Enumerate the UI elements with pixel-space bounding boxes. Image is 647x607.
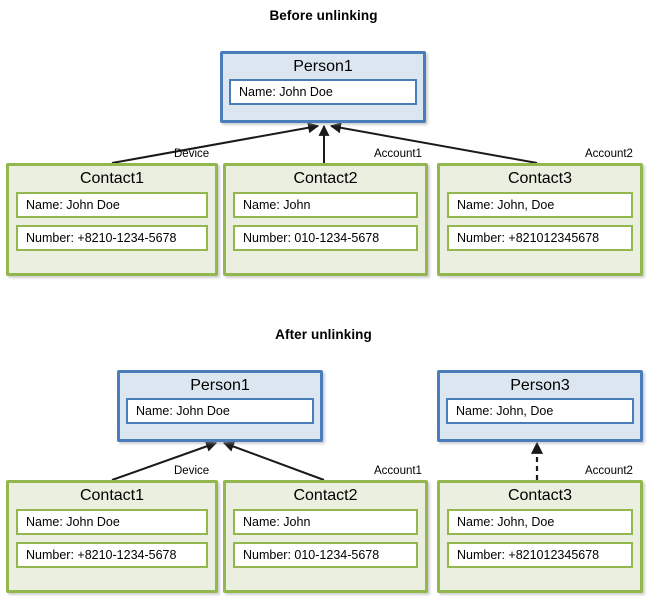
entity-title: Contact1: [79, 170, 145, 187]
contact-number-field[interactable]: Number: +8210-1234-5678: [16, 224, 208, 251]
entity-contact2-after[interactable]: Contact2 Name: John Number: 010-1234-567…: [223, 480, 428, 593]
contact-number-field[interactable]: Number: +821012345678: [447, 224, 633, 251]
entity-title: Contact3: [507, 170, 573, 187]
entity-contact1-before[interactable]: Contact1 Name: John Doe Number: +8210-12…: [6, 163, 218, 276]
contact-name-field[interactable]: Name: John, Doe: [447, 508, 633, 535]
contact-number-field[interactable]: Number: +821012345678: [447, 541, 633, 568]
contact-name-field[interactable]: Name: John: [233, 191, 418, 218]
contact-name-field[interactable]: Name: John Doe: [16, 508, 208, 535]
edge-label-account2-before: Account2: [585, 148, 633, 160]
contact-name-field[interactable]: Name: John: [233, 508, 418, 535]
entity-contact1-after[interactable]: Contact1 Name: John Doe Number: +8210-12…: [6, 480, 218, 593]
edge-label-account2-after: Account2: [585, 465, 633, 477]
entity-contact2-before[interactable]: Contact2 Name: John Number: 010-1234-567…: [223, 163, 428, 276]
entity-person1-after[interactable]: Person1 Name: John Doe: [117, 370, 323, 442]
person-name-field[interactable]: Name: John, Doe: [446, 397, 634, 424]
entity-title: Person1: [190, 377, 250, 394]
contact-number-field[interactable]: Number: 010-1234-5678: [233, 224, 418, 251]
edge-label-device-before: Device: [174, 148, 210, 160]
edge-contact1-to-person1-before: [111, 122, 320, 164]
entity-title: Contact3: [507, 487, 573, 504]
contact-number-field[interactable]: Number: +8210-1234-5678: [16, 541, 208, 568]
entity-title: Contact2: [293, 170, 358, 187]
entity-contact3-before[interactable]: Contact3 Name: John, Doe Number: +821012…: [437, 163, 643, 276]
person-name-field[interactable]: Name: John Doe: [126, 397, 314, 424]
contact-name-field[interactable]: Name: John Doe: [16, 191, 208, 218]
person-name-field[interactable]: Name: John Doe: [229, 78, 417, 105]
entity-contact3-after[interactable]: Contact3 Name: John, Doe Number: +821012…: [437, 480, 643, 593]
contact-name-field[interactable]: Name: John, Doe: [447, 191, 633, 218]
entity-title: Contact1: [79, 487, 145, 504]
edge-label-account1-after: Account1: [374, 465, 422, 477]
section-title-after: After unlinking: [275, 327, 372, 342]
section-title-before: Before unlinking: [269, 8, 378, 23]
edge-label-account1-before: Account1: [374, 148, 422, 160]
entity-title: Person3: [510, 377, 570, 394]
entity-title: Person1: [293, 58, 353, 75]
edge-contact2-to-person1-after: [222, 441, 325, 481]
edge-contact3-to-person1-before: [329, 122, 538, 164]
entity-title: Contact2: [293, 487, 358, 504]
contact-number-field[interactable]: Number: 010-1234-5678: [233, 541, 418, 568]
entity-person1-before[interactable]: Person1 Name: John Doe: [220, 51, 426, 123]
edge-label-device-after: Device: [174, 465, 210, 477]
entity-person3-after[interactable]: Person3 Name: John, Doe: [437, 370, 643, 442]
